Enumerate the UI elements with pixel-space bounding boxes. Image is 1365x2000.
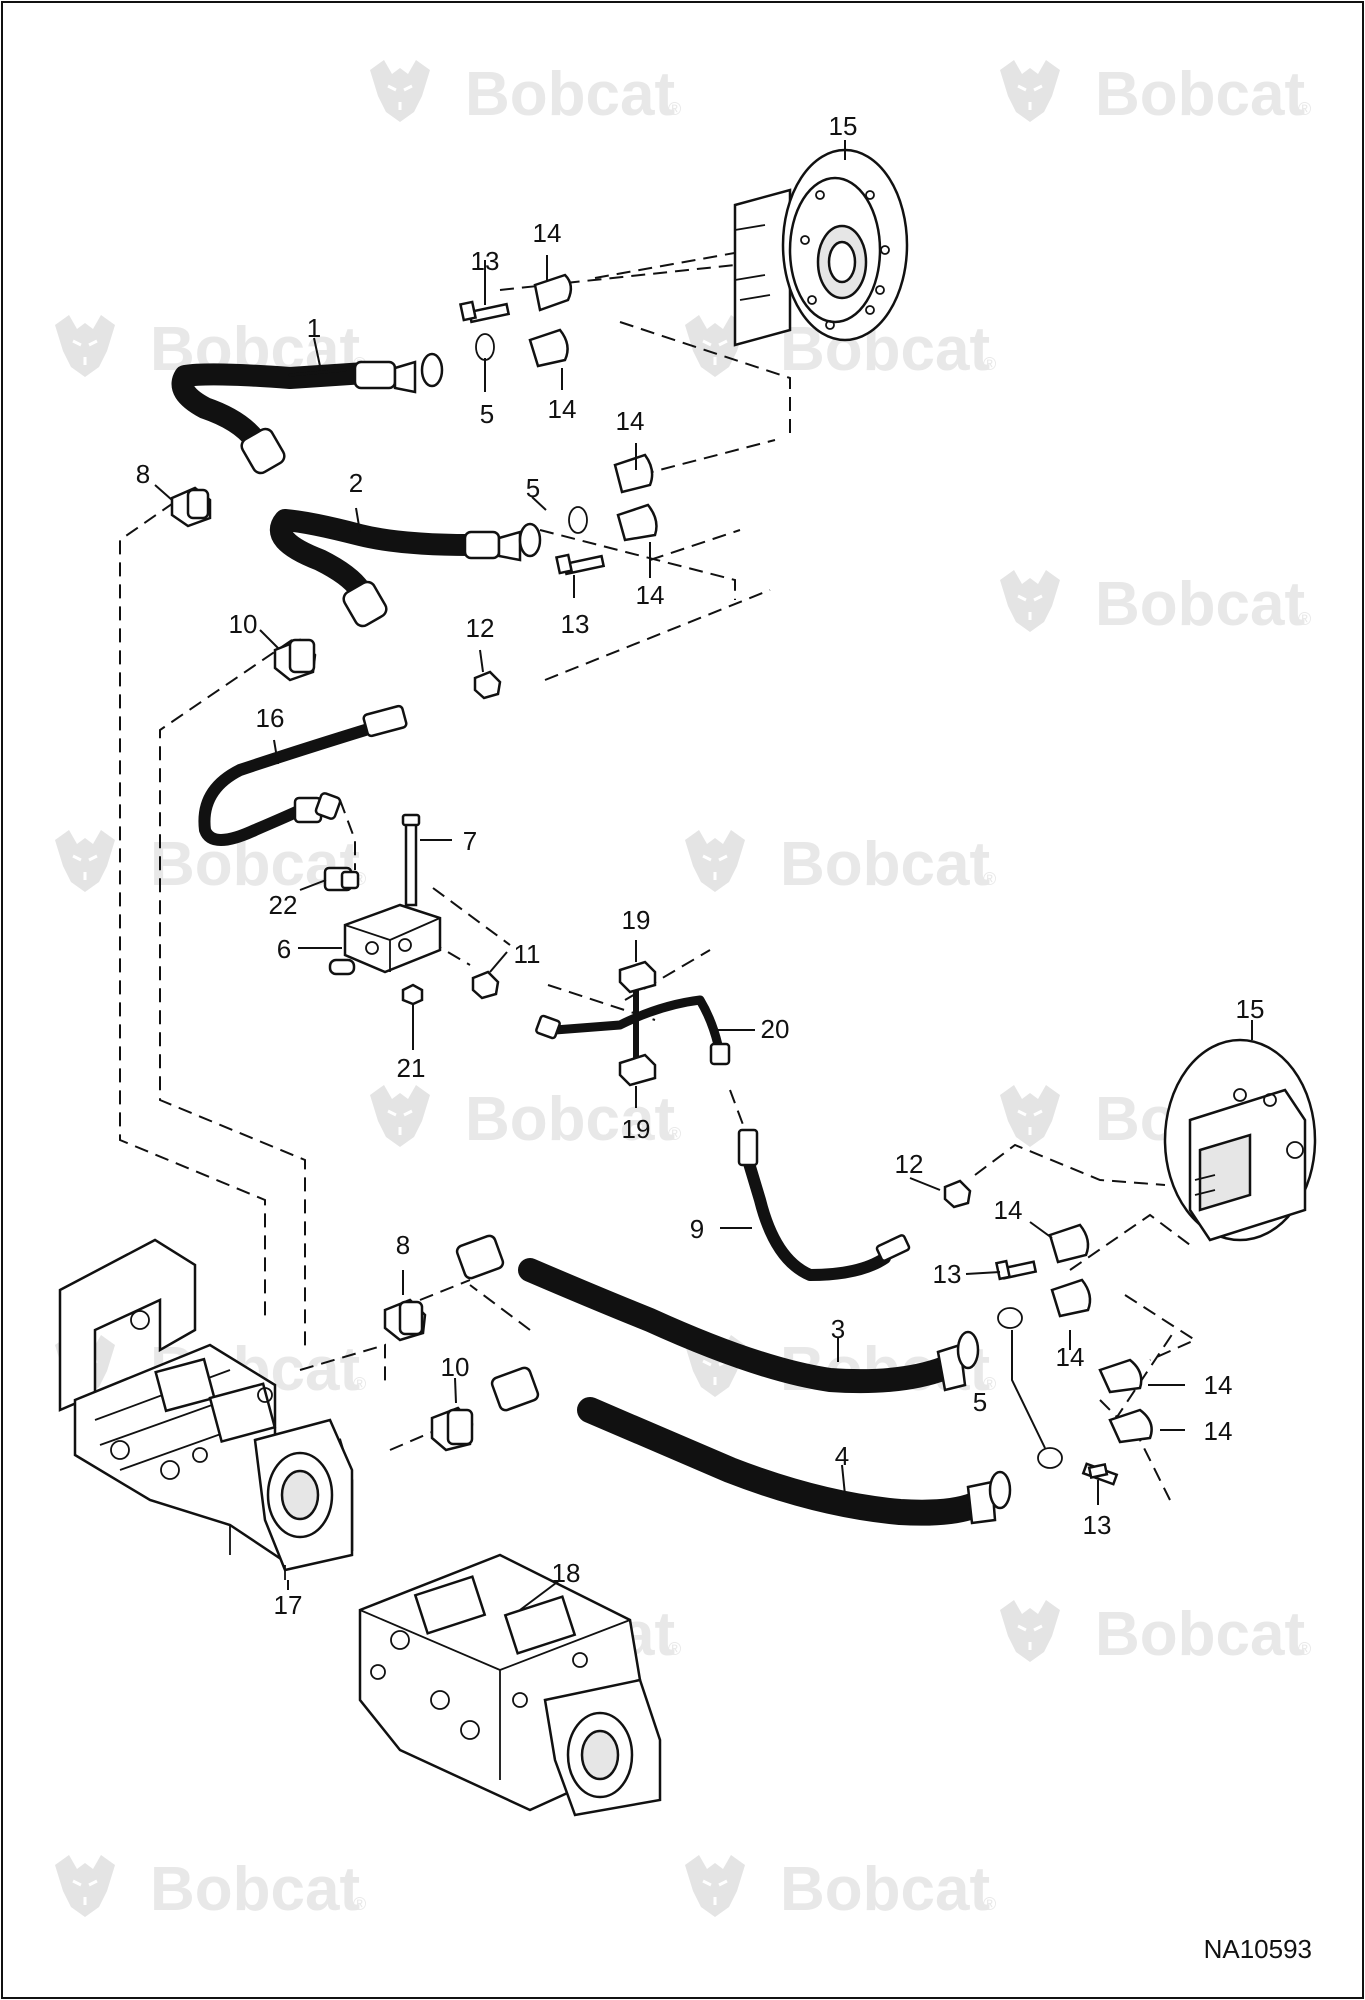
bobcat-head-logo-icon: [53, 828, 117, 894]
watermark-0: Bobcat®: [368, 58, 681, 129]
callout-2: 2: [349, 468, 363, 498]
watermark-14: Bobcat®: [683, 1853, 996, 1924]
callout-9: 9: [690, 1214, 704, 1244]
fittings: [170, 273, 1153, 1525]
watermark-text: Bobcat: [1095, 570, 1305, 639]
callout-14a: 14: [533, 218, 562, 248]
watermark-registered: ®: [1298, 99, 1311, 119]
watermark-registered: ®: [668, 1639, 681, 1659]
callout-8a: 8: [136, 459, 150, 489]
watermark-registered: ®: [353, 1374, 366, 1394]
watermark-7: Bobcat®: [368, 1083, 681, 1154]
watermark-text: Bobcat: [465, 60, 675, 129]
callout-19b: 19: [622, 1114, 651, 1144]
leader-lines: [154, 140, 1253, 1611]
bobcat-head-logo-icon: [53, 313, 117, 379]
callout-14c: 14: [616, 406, 645, 436]
pump-18: [358, 1553, 662, 1817]
bobcat-head-logo-icon: [683, 828, 747, 894]
callout-15b: 15: [1236, 994, 1265, 1024]
watermark-registered: ®: [668, 1124, 681, 1144]
callout-13b: 13: [561, 609, 590, 639]
watermark-layer: Bobcat®Bobcat®Bobcat®Bobcat®Bobcat®Bobca…: [53, 58, 1311, 1924]
callout-19a: 19: [622, 905, 651, 935]
bobcat-head-logo-icon: [53, 1853, 117, 1919]
callout-15a: 15: [829, 111, 858, 141]
watermark-registered: ®: [1298, 609, 1311, 629]
watermark-text: Bobcat: [1095, 60, 1305, 129]
pump-17: [58, 1238, 354, 1580]
motor-15-right: [1163, 1038, 1317, 1242]
figure-reference: NA10593: [1204, 1934, 1312, 1964]
callout-1: 1: [307, 313, 321, 343]
motor-15-top: [733, 148, 909, 347]
bobcat-head-logo-icon: [998, 58, 1062, 124]
watermark-1: Bobcat®: [998, 58, 1311, 129]
callout-6: 6: [277, 934, 291, 964]
callout-20: 20: [761, 1014, 790, 1044]
callout-7: 7: [463, 826, 477, 856]
callout-14g: 14: [1204, 1370, 1233, 1400]
watermark-registered: ®: [668, 99, 681, 119]
watermark-registered: ®: [983, 869, 996, 889]
callout-10a: 10: [229, 609, 258, 639]
callout-14b: 14: [548, 394, 577, 424]
callout-14h: 14: [1204, 1416, 1233, 1446]
watermark-registered: ®: [983, 354, 996, 374]
watermark-registered: ®: [983, 1894, 996, 1914]
watermark-text: Bobcat: [1095, 1600, 1305, 1669]
bobcat-head-logo-icon: [683, 1853, 747, 1919]
callout-14d: 14: [636, 580, 665, 610]
watermark-text: Bobcat: [780, 830, 990, 899]
watermark-13: Bobcat®: [53, 1853, 366, 1924]
callout-17: 17: [274, 1590, 303, 1620]
callout-13c: 13: [933, 1259, 962, 1289]
watermark-6: Bobcat®: [683, 828, 996, 899]
watermark-registered: ®: [353, 1894, 366, 1914]
callout-11: 11: [514, 939, 541, 969]
callout-labels: 1 2 3 4 5 5 5 6 7 8 8 9 10 10 11 12 12 1…: [136, 111, 1265, 1620]
callout-16: 16: [256, 703, 285, 733]
bobcat-head-logo-icon: [368, 1083, 432, 1149]
callout-22: 22: [269, 890, 298, 920]
callout-3: 3: [831, 1314, 845, 1344]
callout-12a: 12: [466, 613, 495, 643]
bobcat-head-logo-icon: [368, 58, 432, 124]
watermark-registered: ®: [983, 1374, 996, 1394]
bobcat-head-logo-icon: [998, 568, 1062, 634]
callout-14f: 14: [1056, 1342, 1085, 1372]
callout-13a: 13: [471, 246, 500, 276]
watermark-text: Bobcat: [465, 1085, 675, 1154]
watermark-text: Bobcat: [780, 1855, 990, 1924]
callout-5c: 5: [973, 1387, 987, 1417]
callout-18: 18: [552, 1558, 581, 1588]
watermark-text: Bobcat: [150, 1855, 360, 1924]
callout-12b: 12: [895, 1149, 924, 1179]
callout-8b: 8: [396, 1230, 410, 1260]
hoses: [171, 362, 988, 1526]
watermark-4: Bobcat®: [998, 568, 1311, 639]
watermark-registered: ®: [1298, 1639, 1311, 1659]
callout-10b: 10: [441, 1352, 470, 1382]
callout-13d: 13: [1083, 1510, 1112, 1540]
bobcat-head-logo-icon: [998, 1598, 1062, 1664]
callout-21: 21: [397, 1053, 426, 1083]
callout-5a: 5: [480, 399, 494, 429]
callout-5b: 5: [526, 473, 540, 503]
bobcat-head-logo-icon: [998, 1083, 1062, 1149]
callout-14e: 14: [994, 1195, 1023, 1225]
watermark-11: Bobcat®: [998, 1598, 1311, 1669]
callout-4: 4: [835, 1441, 849, 1471]
